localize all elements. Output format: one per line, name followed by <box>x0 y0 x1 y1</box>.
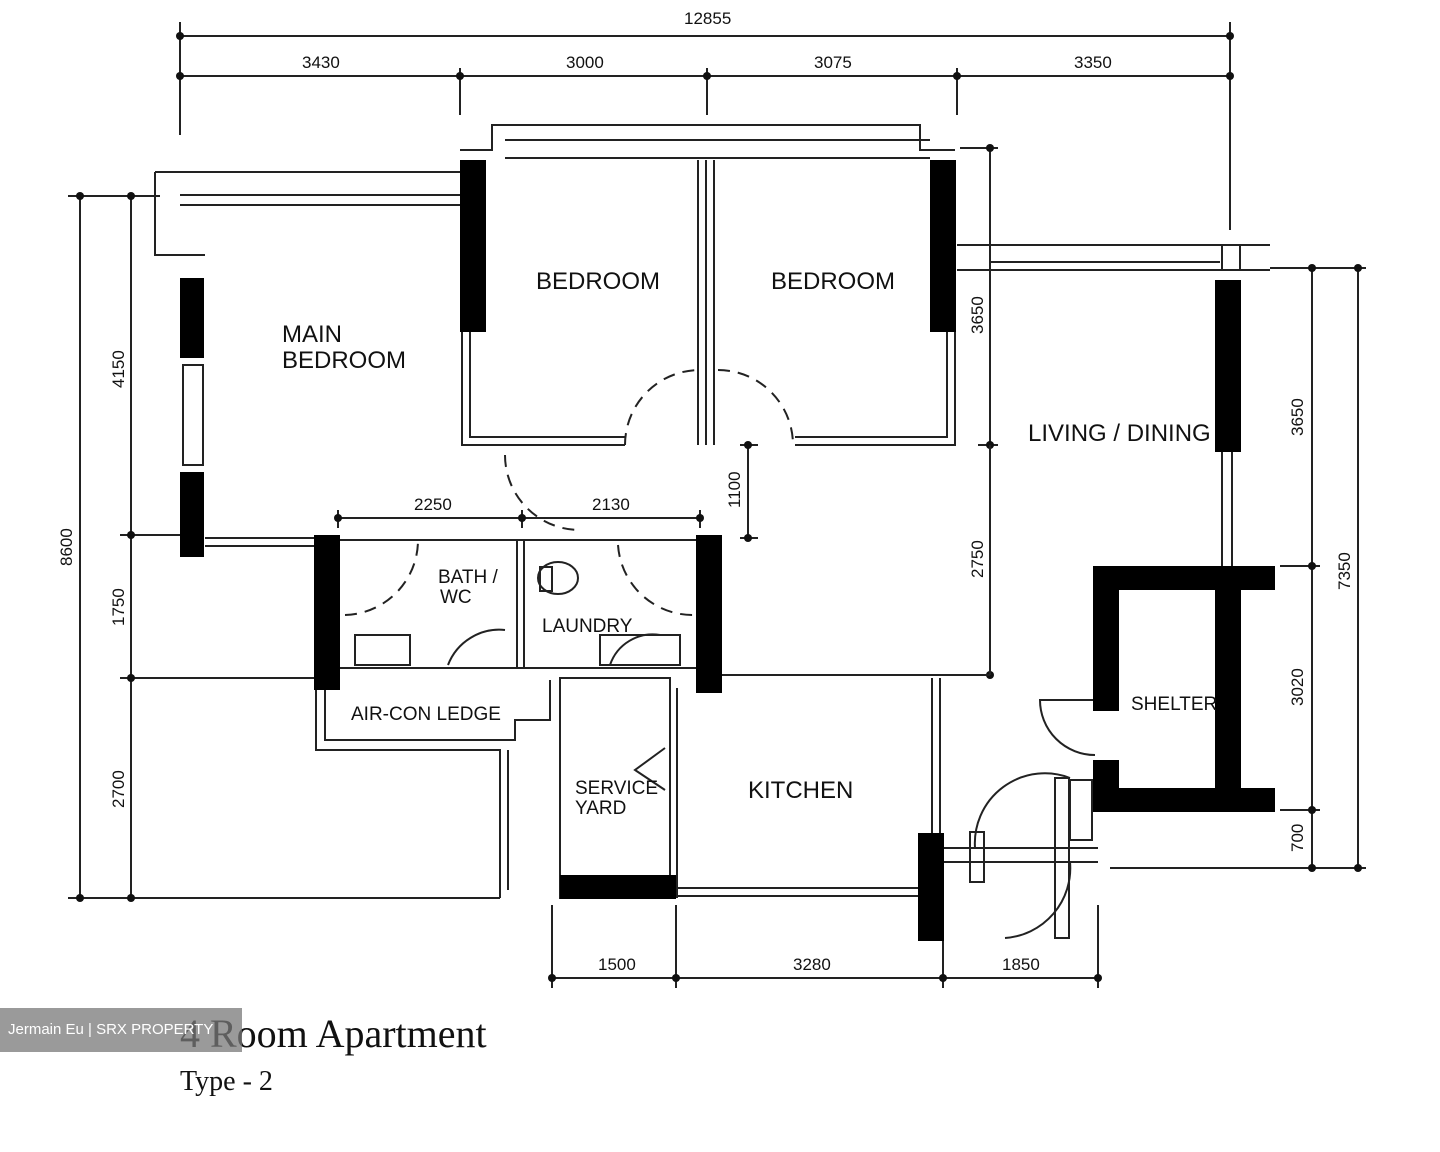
dim-left-3: 2700 <box>109 770 128 808</box>
plan-subtitle: Type - 2 <box>180 1066 273 1097</box>
dim-top-1: 3430 <box>302 53 340 72</box>
dim-left-overall: 8600 <box>57 528 76 566</box>
room-label-aircon-ledge: AIR-CON LEDGE <box>351 704 501 725</box>
dim-bottom-2: 3280 <box>793 955 831 974</box>
dim-left-1: 4150 <box>109 350 128 388</box>
room-labels: MAIN BEDROOM BEDROOM BEDROOM LIVING / DI… <box>282 268 1217 819</box>
dim-left-2: 1750 <box>109 588 128 626</box>
room-label-service-1: SERVICE <box>575 778 658 799</box>
room-label-bath-2: WC <box>440 587 472 608</box>
fixture-arcs <box>447 628 661 666</box>
dimension-ticks <box>76 32 1362 982</box>
room-label-kitchen: KITCHEN <box>748 777 853 804</box>
dimension-labels: 12855 3430 3000 3075 3350 2250 2130 1500… <box>57 9 1354 974</box>
dim-right-2: 3020 <box>1288 668 1307 706</box>
watermark: Jermain Eu | SRX PROPERTY <box>0 1008 242 1052</box>
walls-outline <box>154 124 1270 939</box>
dim-bath-1: 2250 <box>414 495 452 514</box>
structural-walls <box>180 160 1275 941</box>
floor-plan: MAIN BEDROOM BEDROOM BEDROOM LIVING / DI… <box>57 9 1366 988</box>
dimension-lines <box>68 22 1366 988</box>
dim-top-3: 3075 <box>814 53 852 72</box>
dim-mid-2: 1100 <box>725 471 744 508</box>
dim-bottom-1: 1500 <box>598 955 636 974</box>
room-label-bath-1: BATH / <box>438 567 499 588</box>
dim-top-2: 3000 <box>566 53 604 72</box>
room-label-bedroom-2: BEDROOM <box>771 268 895 295</box>
dim-overall-width: 12855 <box>684 9 731 28</box>
dim-right-1: 3650 <box>1288 398 1307 436</box>
dim-right-overall: 7350 <box>1335 552 1354 590</box>
room-label-bath-3: LAUNDRY <box>542 616 633 637</box>
dim-right-3: 700 <box>1288 824 1307 852</box>
room-label-bedroom-1: BEDROOM <box>536 268 660 295</box>
dim-mid-1: 3650 <box>968 296 987 334</box>
room-label-main-bedroom-1: MAIN <box>282 321 342 348</box>
room-label-main-bedroom-2: BEDROOM <box>282 347 406 374</box>
dim-mid-3: 2750 <box>968 540 987 578</box>
dim-bottom-3: 1850 <box>1002 955 1040 974</box>
room-label-living-dining: LIVING / DINING <box>1028 420 1211 447</box>
door-swings <box>344 369 794 617</box>
dim-top-4: 3350 <box>1074 53 1112 72</box>
room-label-service-2: YARD <box>575 798 626 819</box>
room-label-shelter: SHELTER <box>1131 694 1217 715</box>
dim-bath-2: 2130 <box>592 495 630 514</box>
